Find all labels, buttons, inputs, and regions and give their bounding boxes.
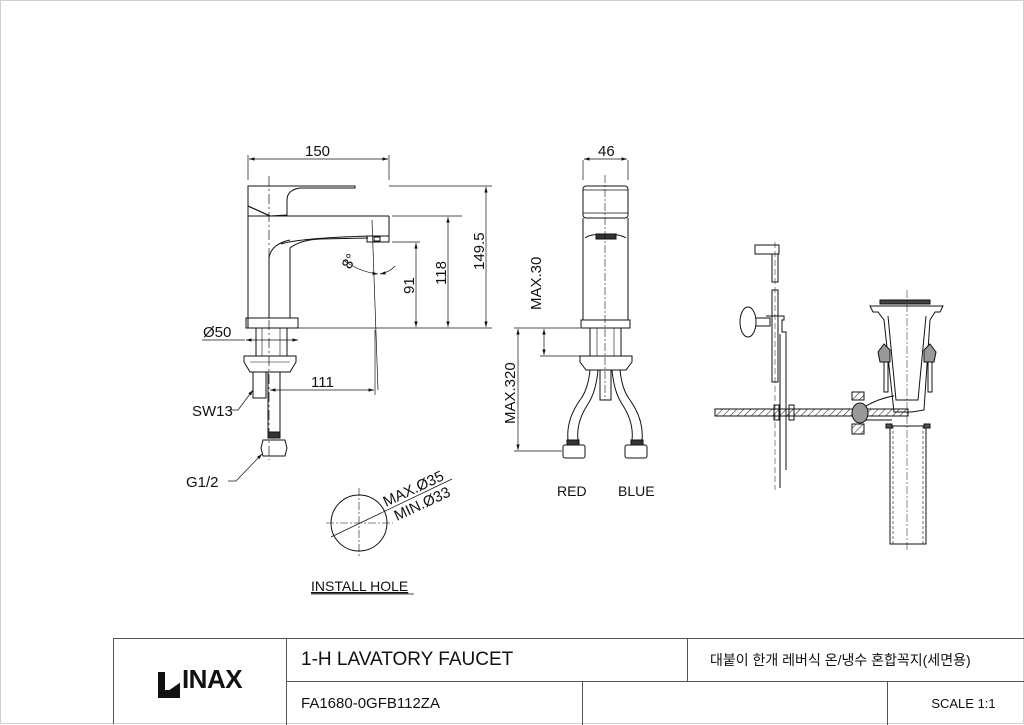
dim-width-150: 150: [305, 143, 330, 160]
install-hole-caption: INSTALL HOLE: [311, 578, 408, 594]
dim-spout-angle: 8°: [339, 251, 361, 272]
dim-outlet-height: 91: [401, 277, 418, 294]
install-hole-detail: MAX.Ø35 MIN.Ø33 INSTALL HOLE: [311, 468, 453, 595]
model-number: FA1680-0GFB112ZA: [287, 682, 583, 725]
dim-max-deck: MAX.30: [528, 257, 545, 310]
korean-title: 대붙이 한개 레버식 온/냉수 혼합꼭지(세면용): [688, 639, 1024, 682]
side-view-faucet: [243, 176, 390, 460]
front-view-faucet: 46 MAX.30 MAX.320 RED BLUE: [502, 143, 655, 499]
drawing-scale: SCALE 1:1: [931, 696, 996, 711]
dim-front-width: 46: [598, 143, 615, 160]
brand-name: INAX: [181, 663, 243, 694]
dim-total-height: 149.5: [471, 232, 488, 270]
blank-cell: [583, 682, 888, 725]
popup-drain-section: [714, 242, 944, 550]
title-block: INAX 1-H LAVATORY FAUCET 대붙이 한개 레버식 온/냉수…: [113, 638, 1024, 725]
label-sw13: SW13: [192, 403, 233, 420]
dim-spout-top: 118: [433, 261, 450, 285]
side-view-dimensions: 150 149.5 118 91 8° Ø50 111 SW13 G1/2: [186, 143, 492, 491]
dim-max-hose: MAX.320: [502, 362, 519, 424]
dim-base-diameter: Ø50: [203, 324, 231, 341]
inax-logo-icon: [157, 672, 180, 698]
dim-spout-reach: 111: [311, 374, 334, 391]
label-g12: G1/2: [186, 474, 219, 491]
label-red-hose: RED: [557, 483, 587, 499]
label-blue-hose: BLUE: [618, 483, 655, 499]
drawing-title: 1-H LAVATORY FAUCET: [287, 639, 688, 682]
brand-logo: INAX: [114, 639, 287, 725]
